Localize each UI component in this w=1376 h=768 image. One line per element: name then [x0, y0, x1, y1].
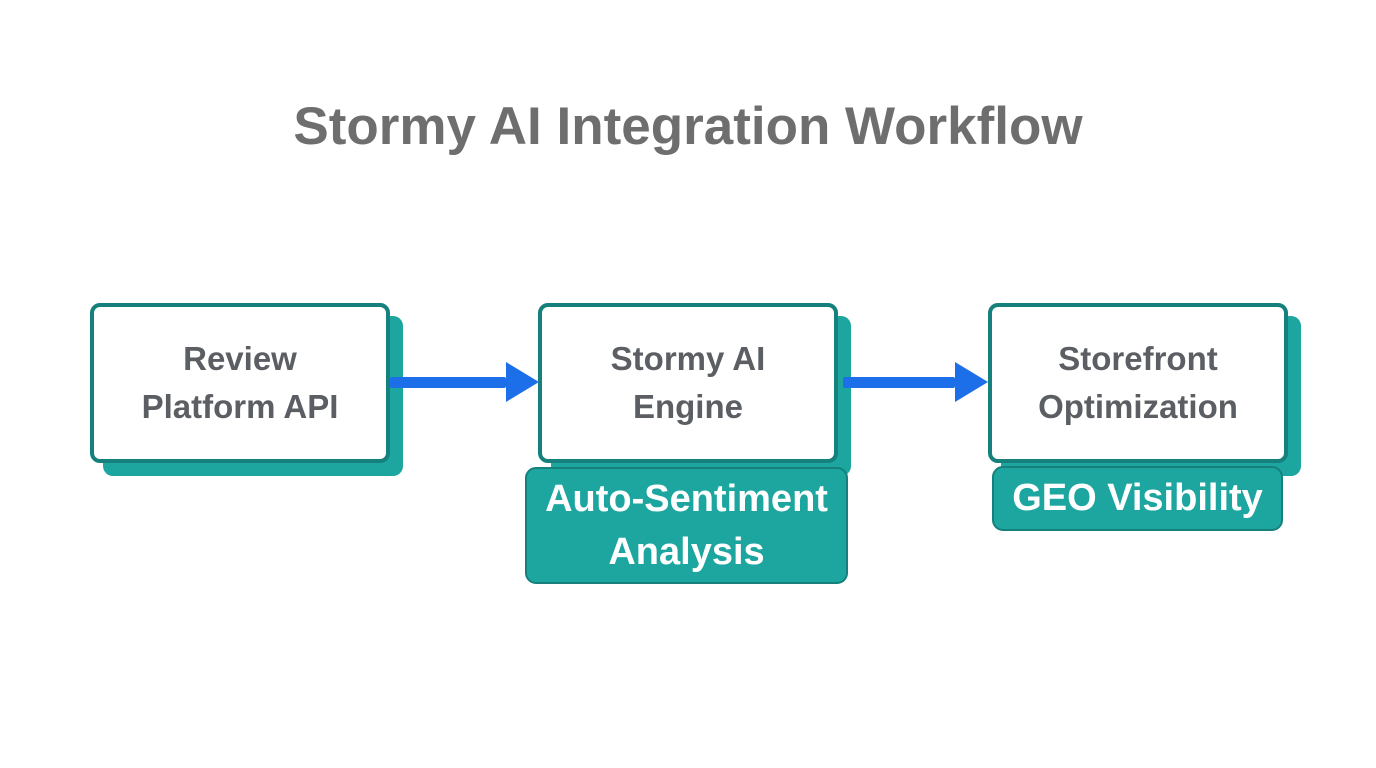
- arrow-head-icon: [955, 362, 988, 402]
- arrow-head-icon: [506, 362, 539, 402]
- diagram-title: Stormy AI Integration Workflow: [293, 97, 1083, 156]
- badge-auto-sentiment-analysis: Auto-Sentiment Analysis: [525, 467, 848, 584]
- badge-label-line: Analysis: [608, 530, 765, 573]
- node-label-line: Review: [183, 340, 297, 377]
- arrow-line: [390, 376, 506, 388]
- node-stormy-ai-engine: Stormy AI Engine: [538, 303, 838, 463]
- arrow-line: [843, 376, 955, 388]
- node-label-line: Platform API: [141, 388, 339, 425]
- badge-label-line: GEO Visibility: [1012, 477, 1263, 519]
- arrow-2: [843, 362, 988, 402]
- node-label-line: Storefront: [1058, 340, 1218, 377]
- node-review-platform-api: Review Platform API: [90, 303, 390, 463]
- node-label-line: Engine: [632, 388, 743, 425]
- node-storefront-optimization: Storefront Optimization: [988, 303, 1288, 463]
- badge-label-line: Auto-Sentiment: [545, 477, 828, 520]
- arrow-1: [390, 362, 539, 402]
- node-label-line: Stormy AI: [610, 340, 766, 377]
- badge-geo-visibility: GEO Visibility: [992, 466, 1283, 531]
- node-label-line: Optimization: [1038, 388, 1238, 425]
